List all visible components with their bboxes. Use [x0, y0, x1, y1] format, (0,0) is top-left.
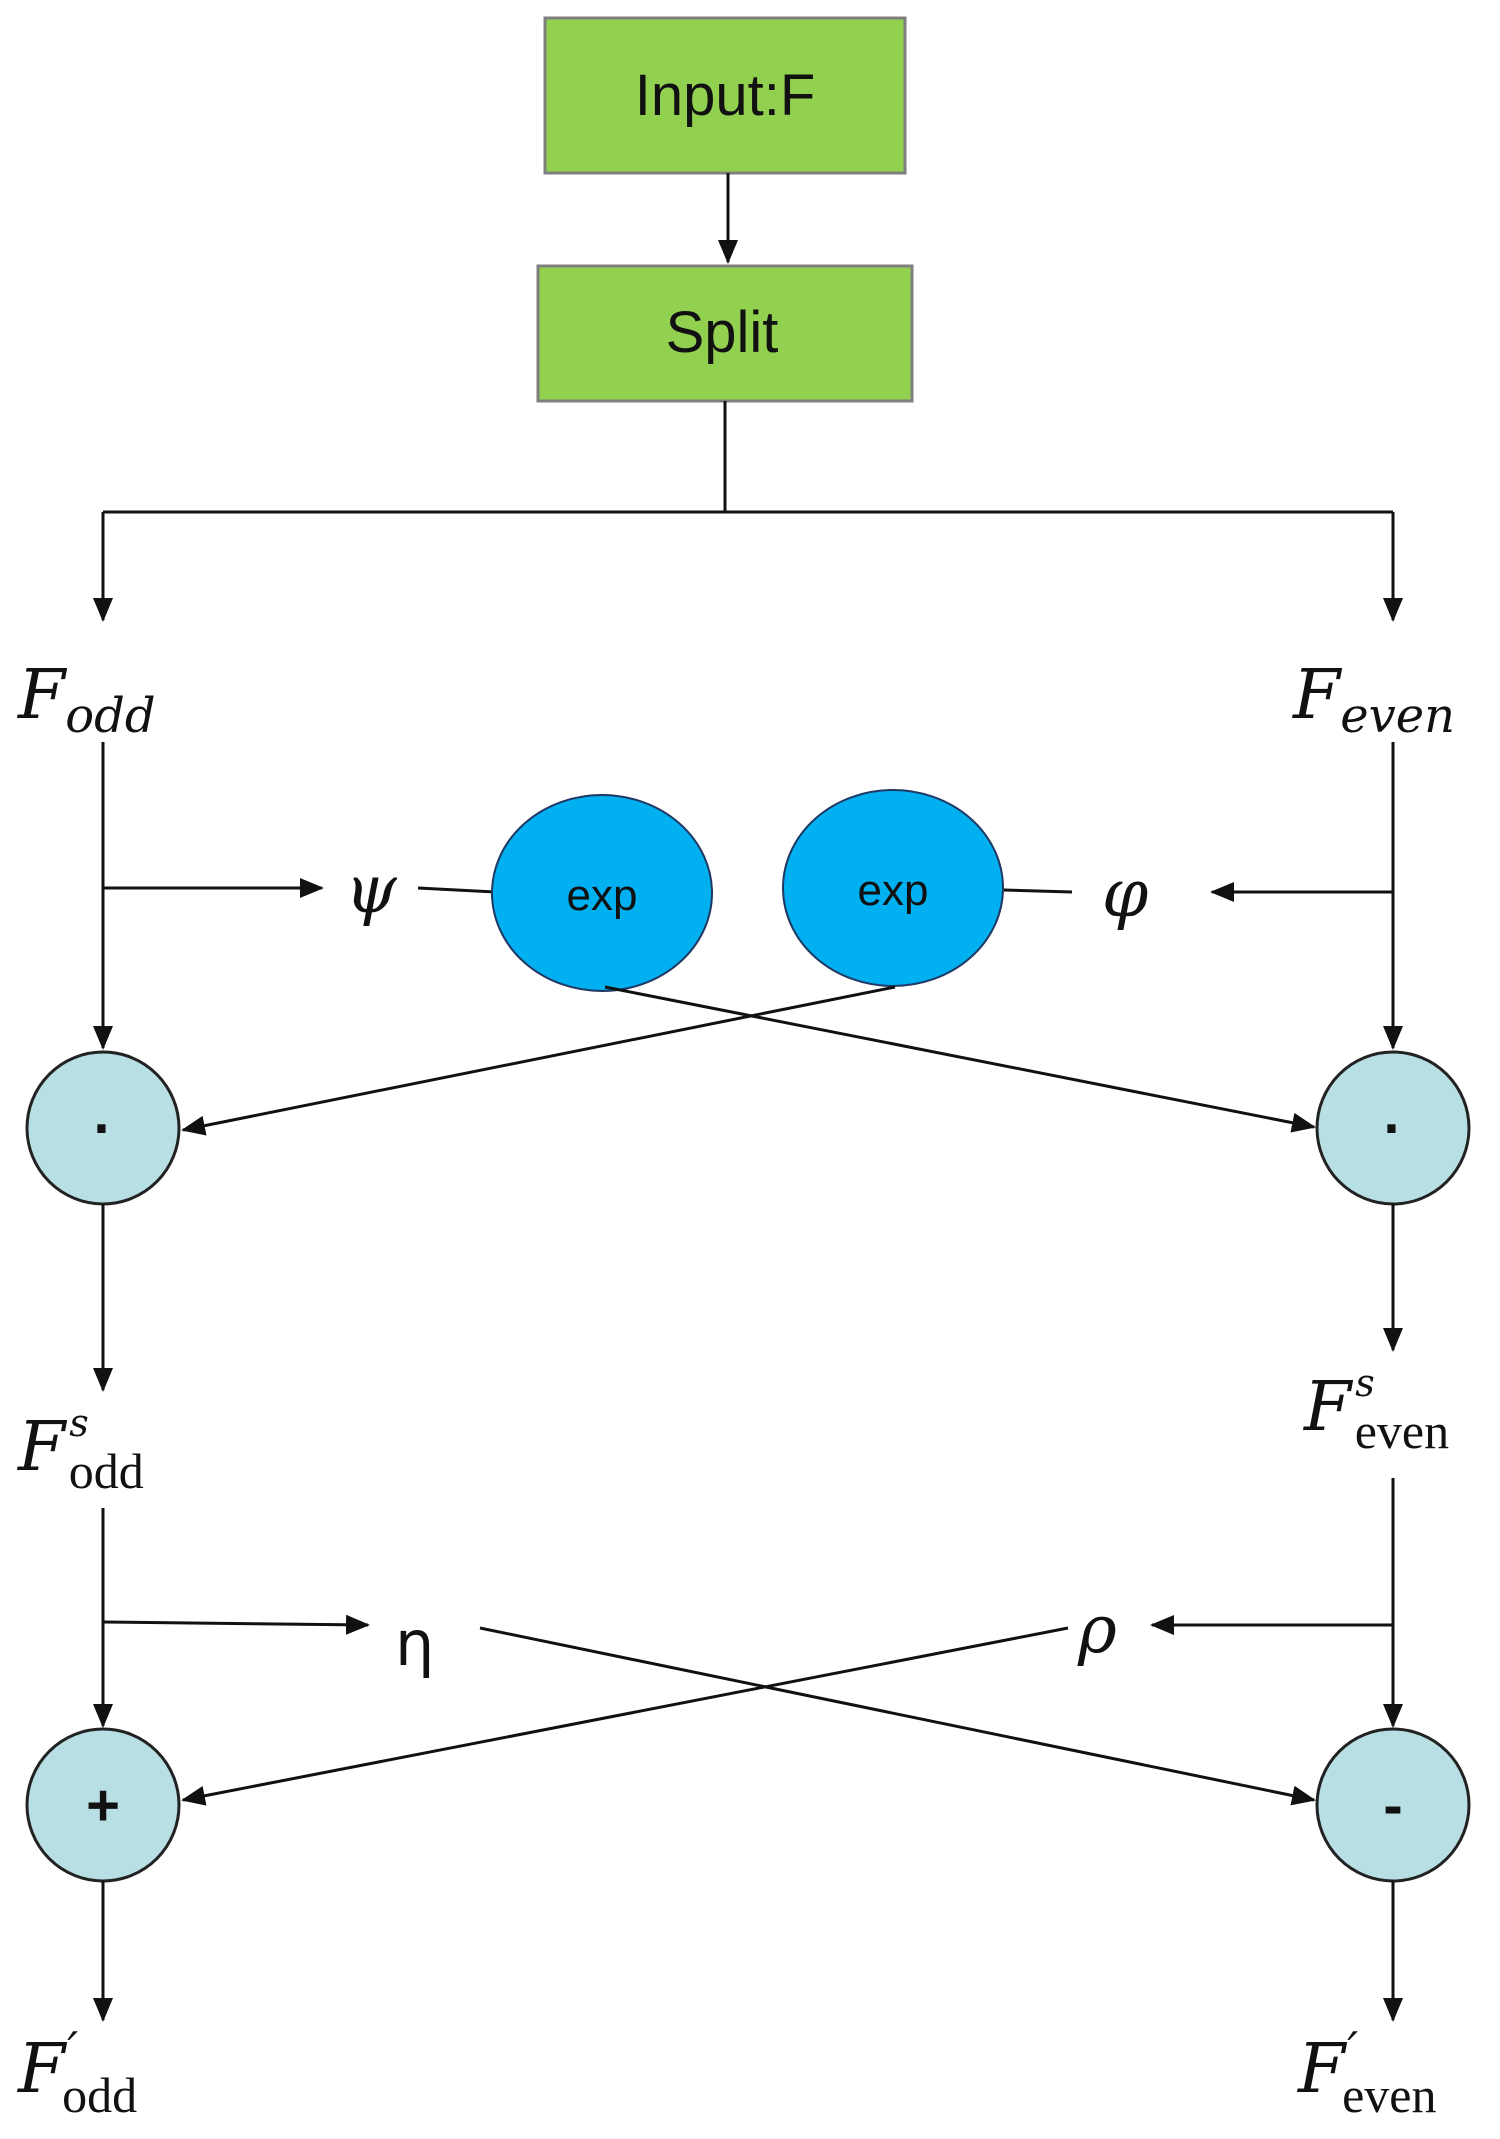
subtract-node: - — [1315, 1727, 1471, 1883]
add-node: + — [25, 1727, 181, 1883]
f-odd-label: Fodd — [16, 656, 156, 744]
exp-right-label: exp — [858, 866, 929, 915]
input-label: Input:F — [635, 63, 816, 128]
mult-left-symbol: · — [93, 1096, 112, 1161]
phi-symbol: φ — [1102, 855, 1148, 932]
input-box: Input:F — [543, 16, 907, 175]
exp-left-label: exp — [567, 871, 638, 920]
f-even-label: Feven — [1291, 656, 1455, 744]
exp-left-to-mult-right — [604, 985, 1316, 1133]
rho-symbol: ρ — [1077, 1591, 1117, 1668]
psi-symbol: ψ — [345, 851, 398, 928]
eta-symbol: η — [395, 1607, 434, 1680]
eta-to-subtract-arrow — [479, 1626, 1316, 1806]
multiply-node-right: · — [1315, 1050, 1471, 1206]
add-symbol: + — [86, 1773, 120, 1838]
exp-node-left: exp — [491, 794, 713, 992]
psi-to-exp-line — [417, 886, 496, 894]
mult-right-symbol: · — [1383, 1096, 1402, 1161]
subtract-symbol: - — [1383, 1773, 1402, 1838]
split-box: Split — [536, 264, 914, 403]
rho-to-add-arrow — [181, 1626, 1069, 1806]
exp-node-right: exp — [782, 789, 1004, 987]
f-even-prime-label: F′even — [1296, 2022, 1436, 2123]
split-label: Split — [666, 300, 779, 365]
phi-to-exp-line — [1003, 888, 1073, 894]
odd-s-to-eta-arrow — [102, 1614, 370, 1635]
f-odd-prime-label: F′odd — [16, 2022, 137, 2123]
multiply-node-left: · — [25, 1050, 181, 1206]
exp-right-to-mult-left — [181, 985, 896, 1136]
